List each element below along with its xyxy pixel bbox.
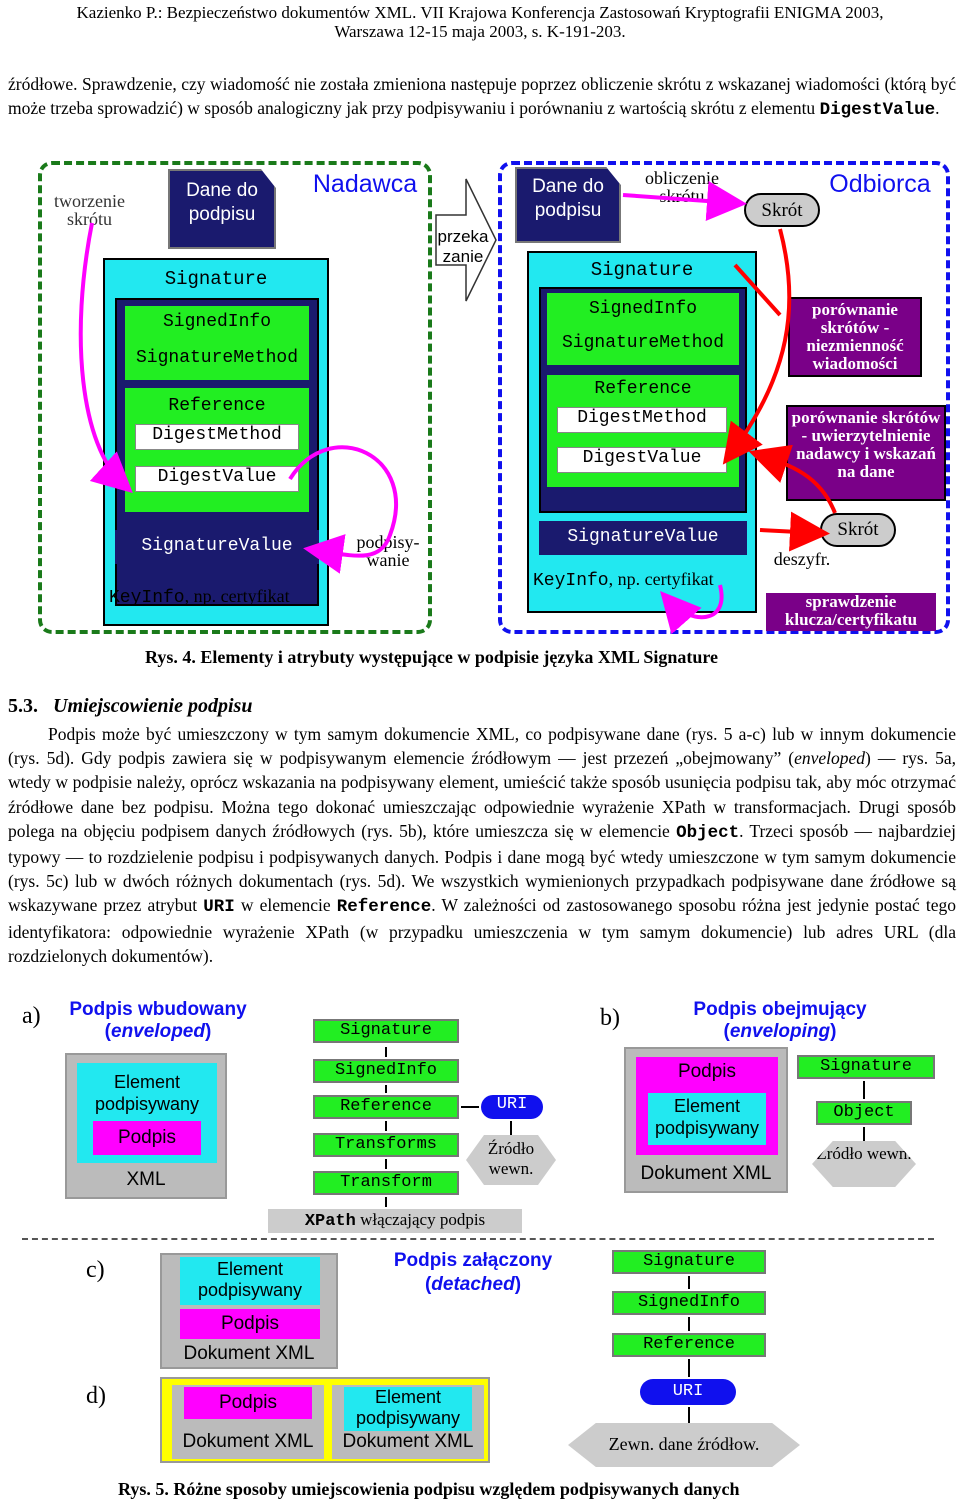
fig5a-uri: URI bbox=[481, 1095, 543, 1119]
fig5a-reference: Reference bbox=[313, 1095, 459, 1119]
fig5b-xml-doc: Podpis Element podpisywany Dokument XML bbox=[624, 1047, 788, 1193]
figure-4: Nadawca tworzenie skrótu Dane do podpisu… bbox=[0, 155, 960, 667]
receiver-sigvalue: SignatureValue bbox=[539, 521, 747, 555]
header-line1: Kazienko P.: Bezpieczeństwo dokumentów X… bbox=[76, 3, 884, 22]
receiver-signedinfo-block: SignedInfo SignatureMethod Reference Dig… bbox=[539, 287, 747, 513]
body-paragraph: Podpis może być umieszczony w tym samym … bbox=[8, 724, 957, 966]
fig5b-letter: b) bbox=[600, 1005, 620, 1031]
sender-signature-block: Signature SignedInfo SignatureMethod Ref… bbox=[103, 258, 329, 626]
fig5d-uri: URI bbox=[640, 1379, 736, 1405]
figure-5-lines bbox=[385, 1047, 865, 1423]
receiver-signature-block: Signature SignedInfo SignatureMethod Ref… bbox=[527, 251, 757, 613]
header-line2: Warszawa 12-15 maja 2003, s. K-191-203. bbox=[334, 22, 626, 41]
fig5a-source: Źródło wewn. bbox=[466, 1135, 556, 1185]
receiver-hash-1: Skrót bbox=[744, 193, 820, 227]
figure-4-arrows bbox=[78, 181, 837, 635]
fig5b-object: Object bbox=[816, 1101, 912, 1125]
fig5d-reference: Reference bbox=[612, 1333, 766, 1357]
fig5a-xpath: XPath włączający podpis bbox=[268, 1209, 522, 1233]
figure-5: a) Podpis wbudowany(enveloped) Element p… bbox=[0, 995, 960, 1505]
sender-title: Nadawca bbox=[312, 170, 418, 198]
digestvalue-code: DigestValue bbox=[819, 100, 936, 121]
fig5d-letter: d) bbox=[86, 1383, 106, 1409]
sender-data-doc: Dane do podpisu bbox=[168, 169, 276, 249]
receiver-keyinfo: KeyInfo, np. certyfikat bbox=[533, 569, 714, 591]
section-heading: 5.3. Umiejscowienie podpisu bbox=[8, 695, 253, 717]
fig5b-signature: Signature bbox=[797, 1055, 935, 1079]
hash-create-note: tworzenie skrótu bbox=[54, 191, 125, 229]
receiver-title: Odbiorca bbox=[829, 170, 931, 198]
fig5a-transforms: Transforms bbox=[313, 1133, 459, 1157]
figure-4-caption: Rys. 4. Elementy i atrybuty występujące … bbox=[145, 647, 719, 667]
fig5d-yellow-area: Podpis Dokument XML Element podpisywany … bbox=[160, 1377, 490, 1463]
compare-integrity: porównanie skrótów - niezmienność wiadom… bbox=[788, 297, 922, 377]
sender-frame bbox=[38, 161, 432, 634]
fig5-separator bbox=[22, 1238, 934, 1240]
receiver-frame bbox=[498, 161, 950, 634]
sender-sigvalue: SignatureValue bbox=[115, 530, 319, 564]
transfer-arrow bbox=[435, 178, 497, 302]
fig5a-transform: Transform bbox=[313, 1171, 459, 1195]
intro-paragraph: źródłowe. Sprawdzenie, czy wiadomość nie… bbox=[8, 74, 956, 121]
verify-box: sprawdzenie klucza/certyfikatu bbox=[766, 593, 936, 631]
fig5c-title: Podpis załączony(detached) bbox=[393, 1250, 553, 1295]
fig5c-letter: c) bbox=[86, 1257, 105, 1283]
figure-5-caption: Rys. 5. Różne sposoby umiejscowienia pod… bbox=[118, 1479, 740, 1499]
fig5a-title: Podpis wbudowany(enveloped) bbox=[69, 999, 247, 1042]
fig5a-letter: a) bbox=[22, 1003, 41, 1029]
fig5d-signature: Signature bbox=[612, 1250, 766, 1274]
receiver-data-doc: Dane do podpisu bbox=[515, 167, 621, 243]
fig5d-ext-source: Zewn. dane źródłow. bbox=[568, 1423, 800, 1467]
fig5b-source: Źródło wewn. bbox=[812, 1141, 916, 1187]
fig5c-xml-doc: Element podpisywany Podpis Dokument XML bbox=[160, 1253, 338, 1369]
sender-keyinfo: KeyInfo, np. certyfikat bbox=[109, 586, 290, 608]
decrypt-label: deszyfr. bbox=[773, 549, 831, 569]
transfer-label: przeka zanie bbox=[437, 227, 489, 266]
fig5a-signedinfo: SignedInfo bbox=[313, 1059, 459, 1083]
fig5d-signedinfo: SignedInfo bbox=[612, 1291, 766, 1315]
fig5b-title: Podpis obejmujący(enveloping) bbox=[693, 999, 867, 1042]
fig5a-signature: Signature bbox=[313, 1019, 459, 1043]
fig5a-xml-doc: Element podpisywany Podpis XML bbox=[65, 1053, 227, 1199]
